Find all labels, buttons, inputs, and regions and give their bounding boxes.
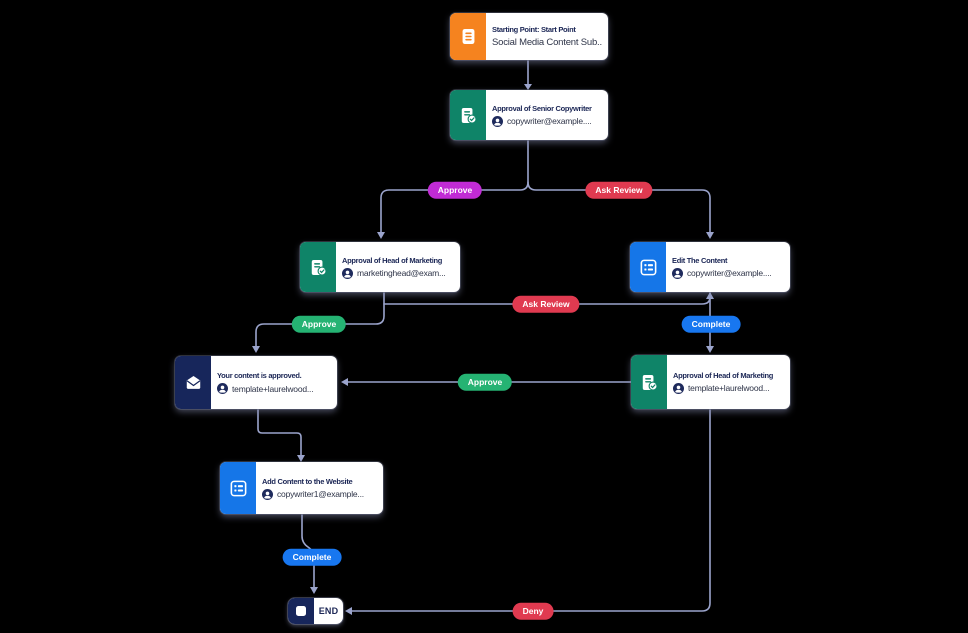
mail-icon bbox=[175, 356, 211, 409]
arrowhead bbox=[706, 346, 714, 353]
arrowhead bbox=[252, 346, 260, 353]
arrowhead bbox=[345, 607, 352, 615]
edge-badge-approve[interactable]: Approve bbox=[457, 373, 513, 391]
node-title: Approval of Senior Copywriter bbox=[492, 103, 592, 113]
node-title: Add Content to the Website bbox=[262, 476, 353, 486]
node-end[interactable]: END bbox=[288, 598, 343, 624]
edge-badge-approve[interactable]: Approve bbox=[427, 181, 483, 199]
edge-senior-split-left bbox=[380, 181, 529, 234]
node-subtitle: marketinghead@exam... bbox=[342, 267, 454, 279]
node-title: Approval of Head of Marketing bbox=[673, 370, 774, 380]
node-add-content-website[interactable]: Add Content to the Website copywriter1@e… bbox=[220, 462, 383, 514]
user-avatar-icon bbox=[673, 382, 684, 394]
approval-icon bbox=[300, 242, 336, 292]
edge-approved-to-addcontent bbox=[257, 409, 302, 457]
edge-badge-complete[interactable]: Complete bbox=[282, 548, 342, 566]
approval-icon bbox=[450, 90, 486, 140]
node-subtitle: copywriter@example.... bbox=[492, 115, 602, 127]
arrowhead bbox=[341, 378, 348, 386]
user-avatar-icon bbox=[672, 267, 683, 279]
edge-badge-ask-review[interactable]: Ask Review bbox=[512, 295, 580, 313]
edge-badge-deny[interactable]: Deny bbox=[512, 602, 554, 620]
end-label: END bbox=[318, 606, 339, 616]
node-approval-head-marketing-2[interactable]: Approval of Head of Marketing template+l… bbox=[631, 355, 790, 409]
arrowhead bbox=[297, 455, 305, 462]
user-avatar-icon bbox=[342, 267, 353, 279]
node-title: Starting Point: Start Point bbox=[492, 25, 576, 34]
node-title: Your content is approved. bbox=[217, 371, 302, 380]
arrowhead bbox=[377, 232, 385, 239]
node-approval-head-marketing-1[interactable]: Approval of Head of Marketing marketingh… bbox=[300, 242, 460, 292]
document-icon bbox=[450, 13, 486, 60]
arrowhead bbox=[706, 232, 714, 239]
node-subtitle: template+laurelwood... bbox=[673, 382, 784, 394]
node-title: Approval of Head of Marketing bbox=[342, 255, 443, 265]
node-edit-the-content[interactable]: Edit The Content copywriter@example.... bbox=[630, 242, 790, 292]
node-subtitle: Social Media Content Sub... bbox=[492, 37, 602, 48]
user-avatar-icon bbox=[492, 115, 503, 127]
task-list-icon bbox=[630, 242, 666, 292]
user-avatar-icon bbox=[217, 383, 228, 394]
arrowhead bbox=[310, 587, 318, 594]
node-subtitle: copywriter1@example... bbox=[262, 488, 377, 500]
node-subtitle: template+laurelwood... bbox=[217, 383, 331, 394]
user-avatar-icon bbox=[262, 488, 273, 500]
arrowhead bbox=[706, 292, 714, 299]
approval-icon bbox=[631, 355, 667, 409]
node-approval-senior-copywriter[interactable]: Approval of Senior Copywriter copywriter… bbox=[450, 90, 608, 140]
edge-deny-to-end bbox=[350, 409, 711, 612]
node-subtitle: copywriter@example.... bbox=[672, 267, 784, 279]
task-list-icon bbox=[220, 462, 256, 514]
arrowhead bbox=[524, 84, 532, 90]
node-starting-point[interactable]: Starting Point: Start Point Social Media… bbox=[450, 13, 608, 60]
node-title: Edit The Content bbox=[672, 255, 728, 265]
stop-icon bbox=[288, 598, 314, 624]
edge-badge-ask-review[interactable]: Ask Review bbox=[585, 181, 653, 199]
edge-badge-approve[interactable]: Approve bbox=[291, 315, 347, 333]
node-content-approved-email[interactable]: Your content is approved. template+laure… bbox=[175, 356, 337, 409]
edge-badge-complete[interactable]: Complete bbox=[681, 315, 741, 333]
